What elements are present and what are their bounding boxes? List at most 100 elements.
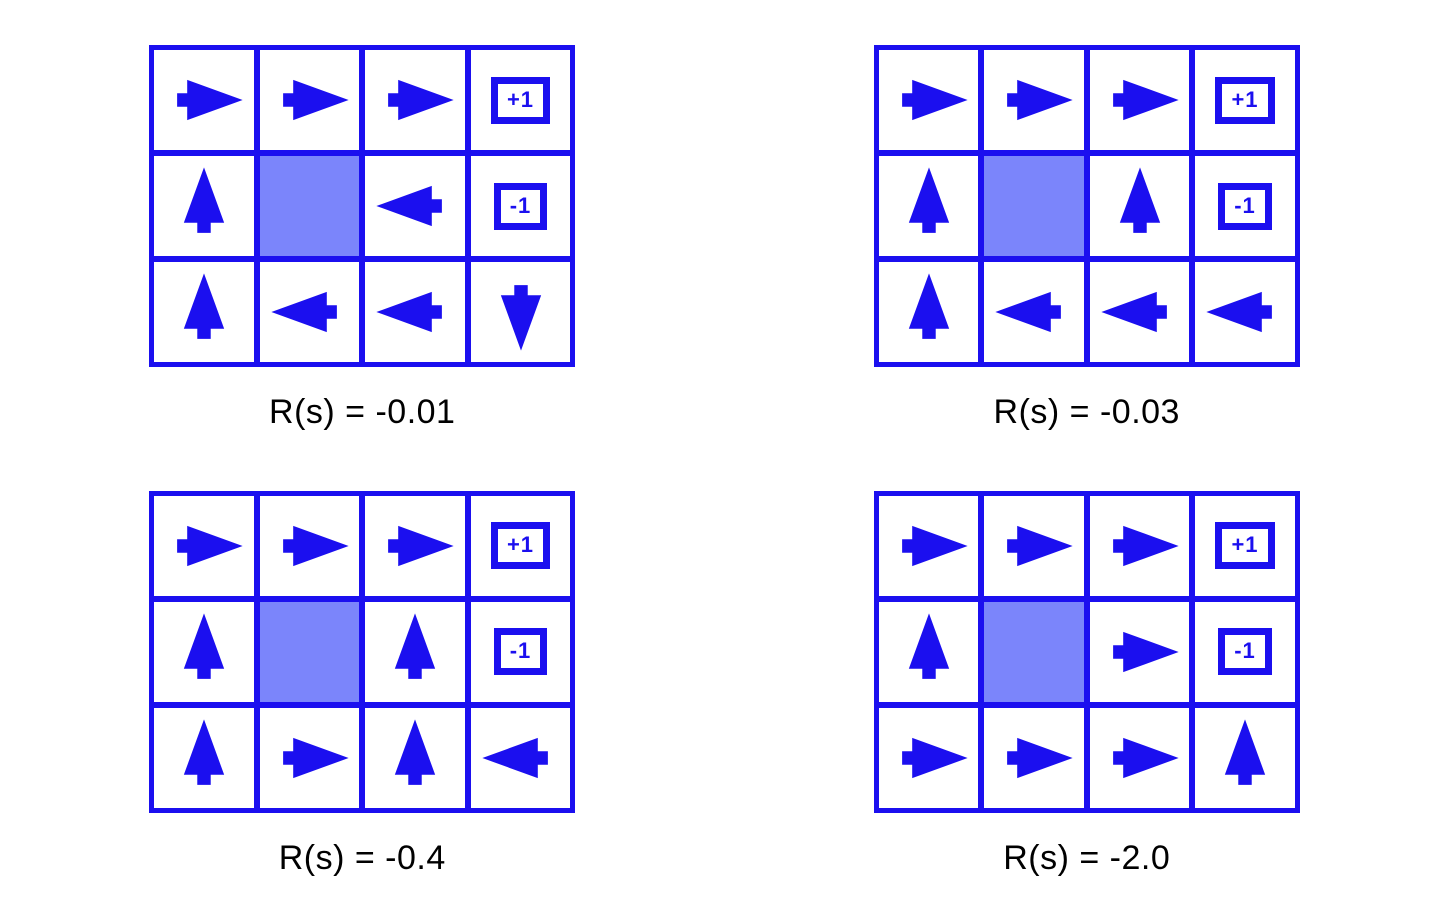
reward-plus-one-badge: +1 (1215, 76, 1275, 124)
arrow-up-icon (373, 610, 457, 694)
wall-block-icon (259, 601, 360, 702)
reward-minus-one-badge: -1 (493, 182, 548, 230)
arrow-up-icon (887, 270, 971, 354)
gridworld-board-panel-r-0-03: +1 -1 (873, 45, 1300, 367)
arrow-right-icon (1098, 58, 1182, 142)
policy-cell (1089, 156, 1190, 256)
arrow-left-icon (1203, 270, 1287, 354)
gridworld-board-panel-r-0-01: +1 -1 (149, 45, 576, 367)
arrow-right-icon (1098, 716, 1182, 800)
panel-caption-panel-r-2-0: R(s) = -2.0 (1003, 838, 1171, 877)
policy-cell (154, 262, 254, 362)
arrow-left-icon (268, 270, 352, 354)
policy-cell (470, 707, 571, 808)
reward-plus-one-badge: +1 (1215, 522, 1275, 569)
policy-cell (1089, 601, 1190, 702)
policy-cell (984, 495, 1084, 596)
policy-cell (878, 707, 979, 808)
terminal-cell: -1 (1195, 156, 1295, 256)
policy-cell (154, 495, 254, 596)
policy-cell (365, 707, 465, 808)
arrow-right-icon (1098, 610, 1182, 694)
policy-cell (365, 50, 465, 150)
policy-cell (365, 262, 465, 362)
arrow-right-icon (992, 504, 1076, 588)
policy-cell (1195, 707, 1295, 808)
wall-block-icon (984, 156, 1084, 256)
arrow-left-icon (479, 716, 563, 800)
policy-cell (259, 50, 360, 150)
arrow-left-icon (373, 164, 457, 248)
arrow-right-icon (162, 58, 246, 142)
arrow-up-icon (887, 610, 971, 694)
policy-cell (984, 707, 1084, 808)
reward-minus-one-badge: -1 (493, 628, 548, 675)
arrow-left-icon (373, 270, 457, 354)
arrow-right-icon (1098, 504, 1182, 588)
arrow-right-icon (992, 58, 1076, 142)
arrow-right-icon (373, 504, 457, 588)
panel-caption-panel-r-0-03: R(s) = -0.03 (993, 393, 1180, 431)
policy-cell (154, 601, 254, 702)
wall-block-icon (259, 156, 360, 256)
policy-cell (1195, 262, 1295, 362)
arrow-up-icon (162, 716, 246, 800)
panel-caption-panel-r-0-01: R(s) = -0.01 (269, 393, 456, 431)
policy-panel-panel-r-0-4: +1 -1 R(s) = -0.4 (0, 451, 725, 901)
arrow-up-icon (373, 716, 457, 800)
policy-cell (154, 707, 254, 808)
terminal-cell: +1 (1195, 495, 1295, 596)
terminal-cell: +1 (1195, 50, 1295, 150)
reward-minus-one-badge: -1 (1218, 628, 1272, 675)
arrow-right-icon (373, 58, 457, 142)
terminal-cell: -1 (470, 601, 571, 702)
policy-cell (365, 495, 465, 596)
policy-cell (984, 262, 1084, 362)
policy-cell (878, 495, 979, 596)
arrow-right-icon (887, 716, 971, 800)
arrow-left-icon (1098, 270, 1182, 354)
gridworld-board-panel-r-0-4: +1 -1 (149, 490, 576, 813)
arrow-up-icon (162, 610, 246, 694)
reward-plus-one-badge: +1 (490, 76, 551, 124)
policy-cell (365, 156, 465, 256)
arrow-left-icon (992, 270, 1076, 354)
arrow-right-icon (268, 716, 352, 800)
panel-caption-panel-r-0-4: R(s) = -0.4 (278, 838, 446, 877)
arrow-up-icon (162, 270, 246, 354)
wall-block-icon (984, 601, 1084, 702)
terminal-cell: +1 (470, 495, 571, 596)
policy-panel-panel-r-0-03: +1 -1 R(s) = -0.03 (725, 0, 1449, 451)
policy-panel-panel-r-2-0: +1 -1 R(s) = -2.0 (725, 451, 1449, 901)
arrow-up-icon (1203, 716, 1287, 800)
policy-cell (259, 262, 360, 362)
terminal-cell: +1 (470, 50, 571, 150)
arrow-down-icon (479, 270, 563, 354)
policy-cell (1089, 707, 1190, 808)
policy-cell (878, 156, 979, 256)
policy-cell (878, 50, 979, 150)
terminal-cell: -1 (470, 156, 571, 256)
policy-cell (878, 601, 979, 702)
policy-cell (470, 262, 571, 362)
policy-cell (878, 262, 979, 362)
policy-cell (365, 601, 465, 702)
policy-cell (259, 495, 360, 596)
arrow-right-icon (162, 504, 246, 588)
policy-cell (154, 156, 254, 256)
arrow-up-icon (1098, 164, 1182, 248)
policy-panel-panel-r-0-01: +1 -1 R(s) = -0.01 (0, 0, 725, 451)
policy-cell (1089, 262, 1190, 362)
arrow-up-icon (887, 164, 971, 248)
gridworld-board-panel-r-2-0: +1 -1 (873, 490, 1300, 813)
policy-cell (1089, 495, 1190, 596)
policy-cell (984, 50, 1084, 150)
terminal-cell: -1 (1195, 601, 1295, 702)
arrow-right-icon (887, 504, 971, 588)
policy-cell (154, 50, 254, 150)
arrow-right-icon (268, 504, 352, 588)
arrow-up-icon (162, 164, 246, 248)
policy-cell (1089, 50, 1190, 150)
reward-plus-one-badge: +1 (490, 522, 551, 569)
